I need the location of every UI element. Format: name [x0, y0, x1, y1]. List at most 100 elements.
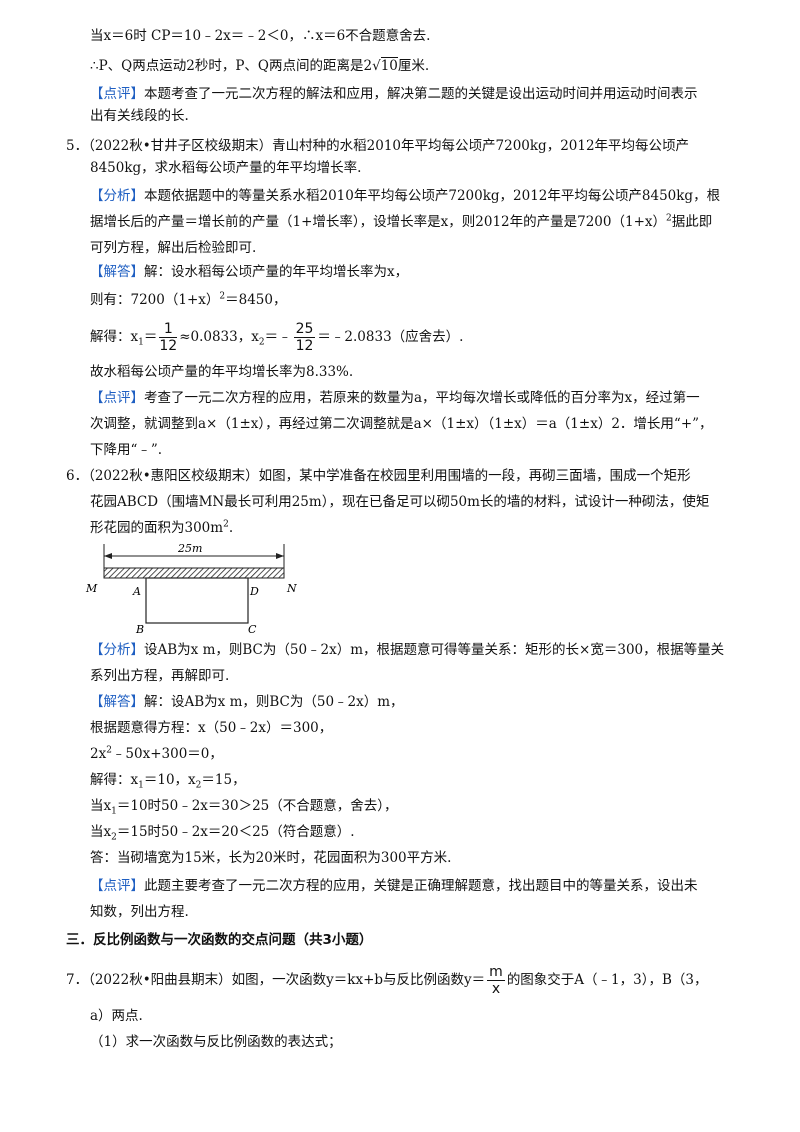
- rectangle-abcd: [145, 577, 249, 624]
- text-span: .: [228, 520, 234, 536]
- numerator: 25: [293, 321, 316, 338]
- text-line: 解得：x1＝10，x2＝15，: [90, 770, 740, 790]
- garden-diagram: 25m M N A D B C: [85, 542, 297, 635]
- question-6: 6．（2022秋•惠阳区校级期末）如图，某中学准备在校园里利用围墙的一段，再砌三…: [66, 468, 691, 484]
- text-span: ＝15，: [201, 772, 246, 788]
- text-line: 则有：7200（1+x）2＝8450，: [90, 290, 740, 310]
- text-line: 系列出方程，再解即可.: [90, 668, 230, 684]
- text-line: 据增长后的产量＝增长前的产量（1+增长率），设增长率是x，则2012年的产量是7…: [90, 212, 740, 232]
- subscript: 1: [111, 806, 117, 817]
- text-line: 知数，列出方程.: [90, 904, 189, 920]
- text-line: 【点评】考查了一元二次方程的应用，若原来的数量为a，平均每次增长或降低的百分率为…: [90, 388, 740, 408]
- subscript: 2: [258, 337, 265, 348]
- text-span: ≈0.0833，x: [179, 329, 259, 345]
- text-line: （1）求一次函数与反比例函数的表达式；: [90, 1034, 342, 1050]
- text-span: 当x: [90, 798, 112, 814]
- text-span: ＝15时50﹣2x＝20＜25（符合题意）.: [116, 824, 355, 840]
- text-span: 当x: [90, 824, 112, 840]
- denominator: 12: [295, 338, 314, 354]
- text-span: ＝﹣: [264, 329, 292, 345]
- text-line: 【分析】设AB为x m，则BC为（50﹣2x）m，根据题意可得等量关系：矩形的长…: [90, 640, 740, 660]
- comment-tag: 【点评】: [90, 390, 144, 406]
- text-span: 此题主要考查了一元二次方程的应用，关键是正确理解题意，找出题目中的等量关系，设出…: [144, 878, 698, 894]
- dim-arrow-left: [104, 553, 112, 559]
- text-line: 【分析】本题依据题中的等量关系水稻2010年平均每公顷产7200kg，2012年…: [90, 186, 740, 206]
- text-line: 故水稻每公顷产量的年平均增长率为8.33%.: [90, 364, 354, 380]
- answer-tag: 【解答】: [90, 264, 144, 280]
- text-span: 的图象交于A（﹣1，3），B（3，: [506, 972, 708, 988]
- text-span: 解：设AB为x m，则BC为（50﹣2x）m，: [144, 694, 404, 710]
- text-line: 当x2＝15时50﹣2x＝20＜25（符合题意）.: [90, 822, 740, 842]
- numerator: 1: [159, 321, 178, 338]
- text-line: 【解答】解：设水稻每公顷产量的年平均增长率为x，: [90, 262, 740, 282]
- sqrt-symbol: √: [372, 58, 381, 74]
- subscript: 2: [111, 832, 117, 843]
- text-span: 据此即: [671, 214, 713, 230]
- text-line: 当x1＝10时50﹣2x＝30＞25（不合题意，舍去），: [90, 796, 740, 816]
- label-d: D: [249, 585, 259, 598]
- label-m: M: [85, 582, 98, 595]
- wall-mn: [103, 567, 285, 579]
- text-span: 本题依据题中的等量关系水稻2010年平均每公顷产7200kg，2012年平均每公…: [144, 188, 721, 204]
- text-line: 可列方程，解出后检验即可.: [90, 240, 257, 256]
- denominator: 12: [159, 338, 178, 354]
- text-span: 2x: [90, 746, 107, 762]
- text-line: 形花园的面积为300m2.: [90, 518, 740, 538]
- section-heading: 三．反比例函数与一次函数的交点问题（共3小题）: [66, 932, 373, 948]
- text-span: 厘米.: [397, 58, 430, 74]
- text-span: 设AB为x m，则BC为（50﹣2x）m，根据题意可得等量关系：矩形的长×宽＝3…: [144, 642, 725, 658]
- label-n: N: [286, 582, 297, 595]
- superscript: 2: [106, 745, 112, 756]
- text-span: ＝﹣2.0833（应舍去）.: [317, 329, 464, 345]
- text-span: ＝: [143, 329, 158, 345]
- dim-arrow-right: [276, 553, 284, 559]
- question-5: 5．（2022秋•甘井子区校级期末）青山村种的水稻2010年平均每公顷产7200…: [66, 138, 690, 154]
- subscript: 2: [195, 780, 202, 791]
- text-line: 根据题意得方程：x（50﹣2x）＝300，: [90, 720, 333, 736]
- text-span: ＝10时50﹣2x＝30＞25（不合题意，舍去），: [116, 798, 398, 814]
- text-line: 出有关线段的长.: [90, 108, 189, 124]
- text-span: ∴P、Q两点运动2秒时，P、Q两点间的距离是2: [90, 58, 373, 74]
- text-span: 7．（2022秋•阳曲县期末）如图，一次函数y＝kx+b与反比例函数y＝: [66, 972, 486, 988]
- superscript: 2: [219, 291, 226, 302]
- comment-tag: 【点评】: [90, 86, 144, 102]
- length-label: 25m: [177, 542, 202, 555]
- text-line: a）两点.: [90, 1008, 143, 1024]
- analysis-tag: 【分析】: [90, 188, 144, 204]
- text-span: 考查了一元二次方程的应用，若原来的数量为a，平均每次增长或降低的百分率为x，经过…: [144, 390, 700, 406]
- label-b: B: [135, 623, 144, 635]
- analysis-tag: 【分析】: [90, 642, 144, 658]
- text-line: 次调整，就调整到a×（1±x），再经过第二次调整就是a×（1±x）（1±x）＝a…: [90, 416, 713, 432]
- text-line: 花园ABCD（围墙MN最长可利用25m），现在已备足可以砌50m长的墙的材料，试…: [90, 494, 710, 510]
- text-line: 答：当砌墙宽为15米，长为20米时，花园面积为300平方米.: [90, 850, 452, 866]
- text-line: 8450kg，求水稻每公顷产量的年平均增长率.: [90, 160, 362, 176]
- subscript: 1: [138, 780, 144, 791]
- text-line: 【点评】本题考查了一元二次方程的解法和应用，解决第二题的关键是设出运动时间并用运…: [90, 84, 740, 104]
- answer-tag: 【解答】: [90, 694, 144, 710]
- subscript: 1: [138, 337, 144, 348]
- text-span: 据增长后的产量＝增长前的产量（1+增长率），设增长率是x，则2012年的产量是7…: [90, 214, 666, 230]
- superscript: 2: [223, 519, 229, 530]
- text-line: ∴P、Q两点运动2秒时，P、Q两点间的距离是2√10厘米.: [90, 56, 740, 76]
- text-span: ＝8450，: [225, 292, 287, 308]
- text-line: 【解答】解：设AB为x m，则BC为（50﹣2x）m，: [90, 692, 740, 712]
- label-c: C: [248, 623, 257, 635]
- text-span: 解得：x: [90, 772, 139, 788]
- text-span: ﹣50x+300＝0，: [111, 746, 223, 762]
- text-span: 则有：7200（1+x）: [90, 292, 220, 308]
- text-line: 下降用“﹣”.: [90, 442, 163, 458]
- text-span: 解：设水稻每公顷产量的年平均增长率为x，: [144, 264, 409, 280]
- superscript: 2: [666, 213, 672, 224]
- text-span: ＝10，x: [143, 772, 196, 788]
- denominator: x: [491, 981, 501, 997]
- text-line: 【点评】此题主要考查了一元二次方程的应用，关键是正确理解题意，找出题目中的等量关…: [90, 876, 740, 896]
- radicand: 10: [380, 57, 398, 74]
- text-line: 2x2﹣50x+300＝0，: [90, 744, 740, 764]
- text-span: 解得：x: [90, 329, 139, 345]
